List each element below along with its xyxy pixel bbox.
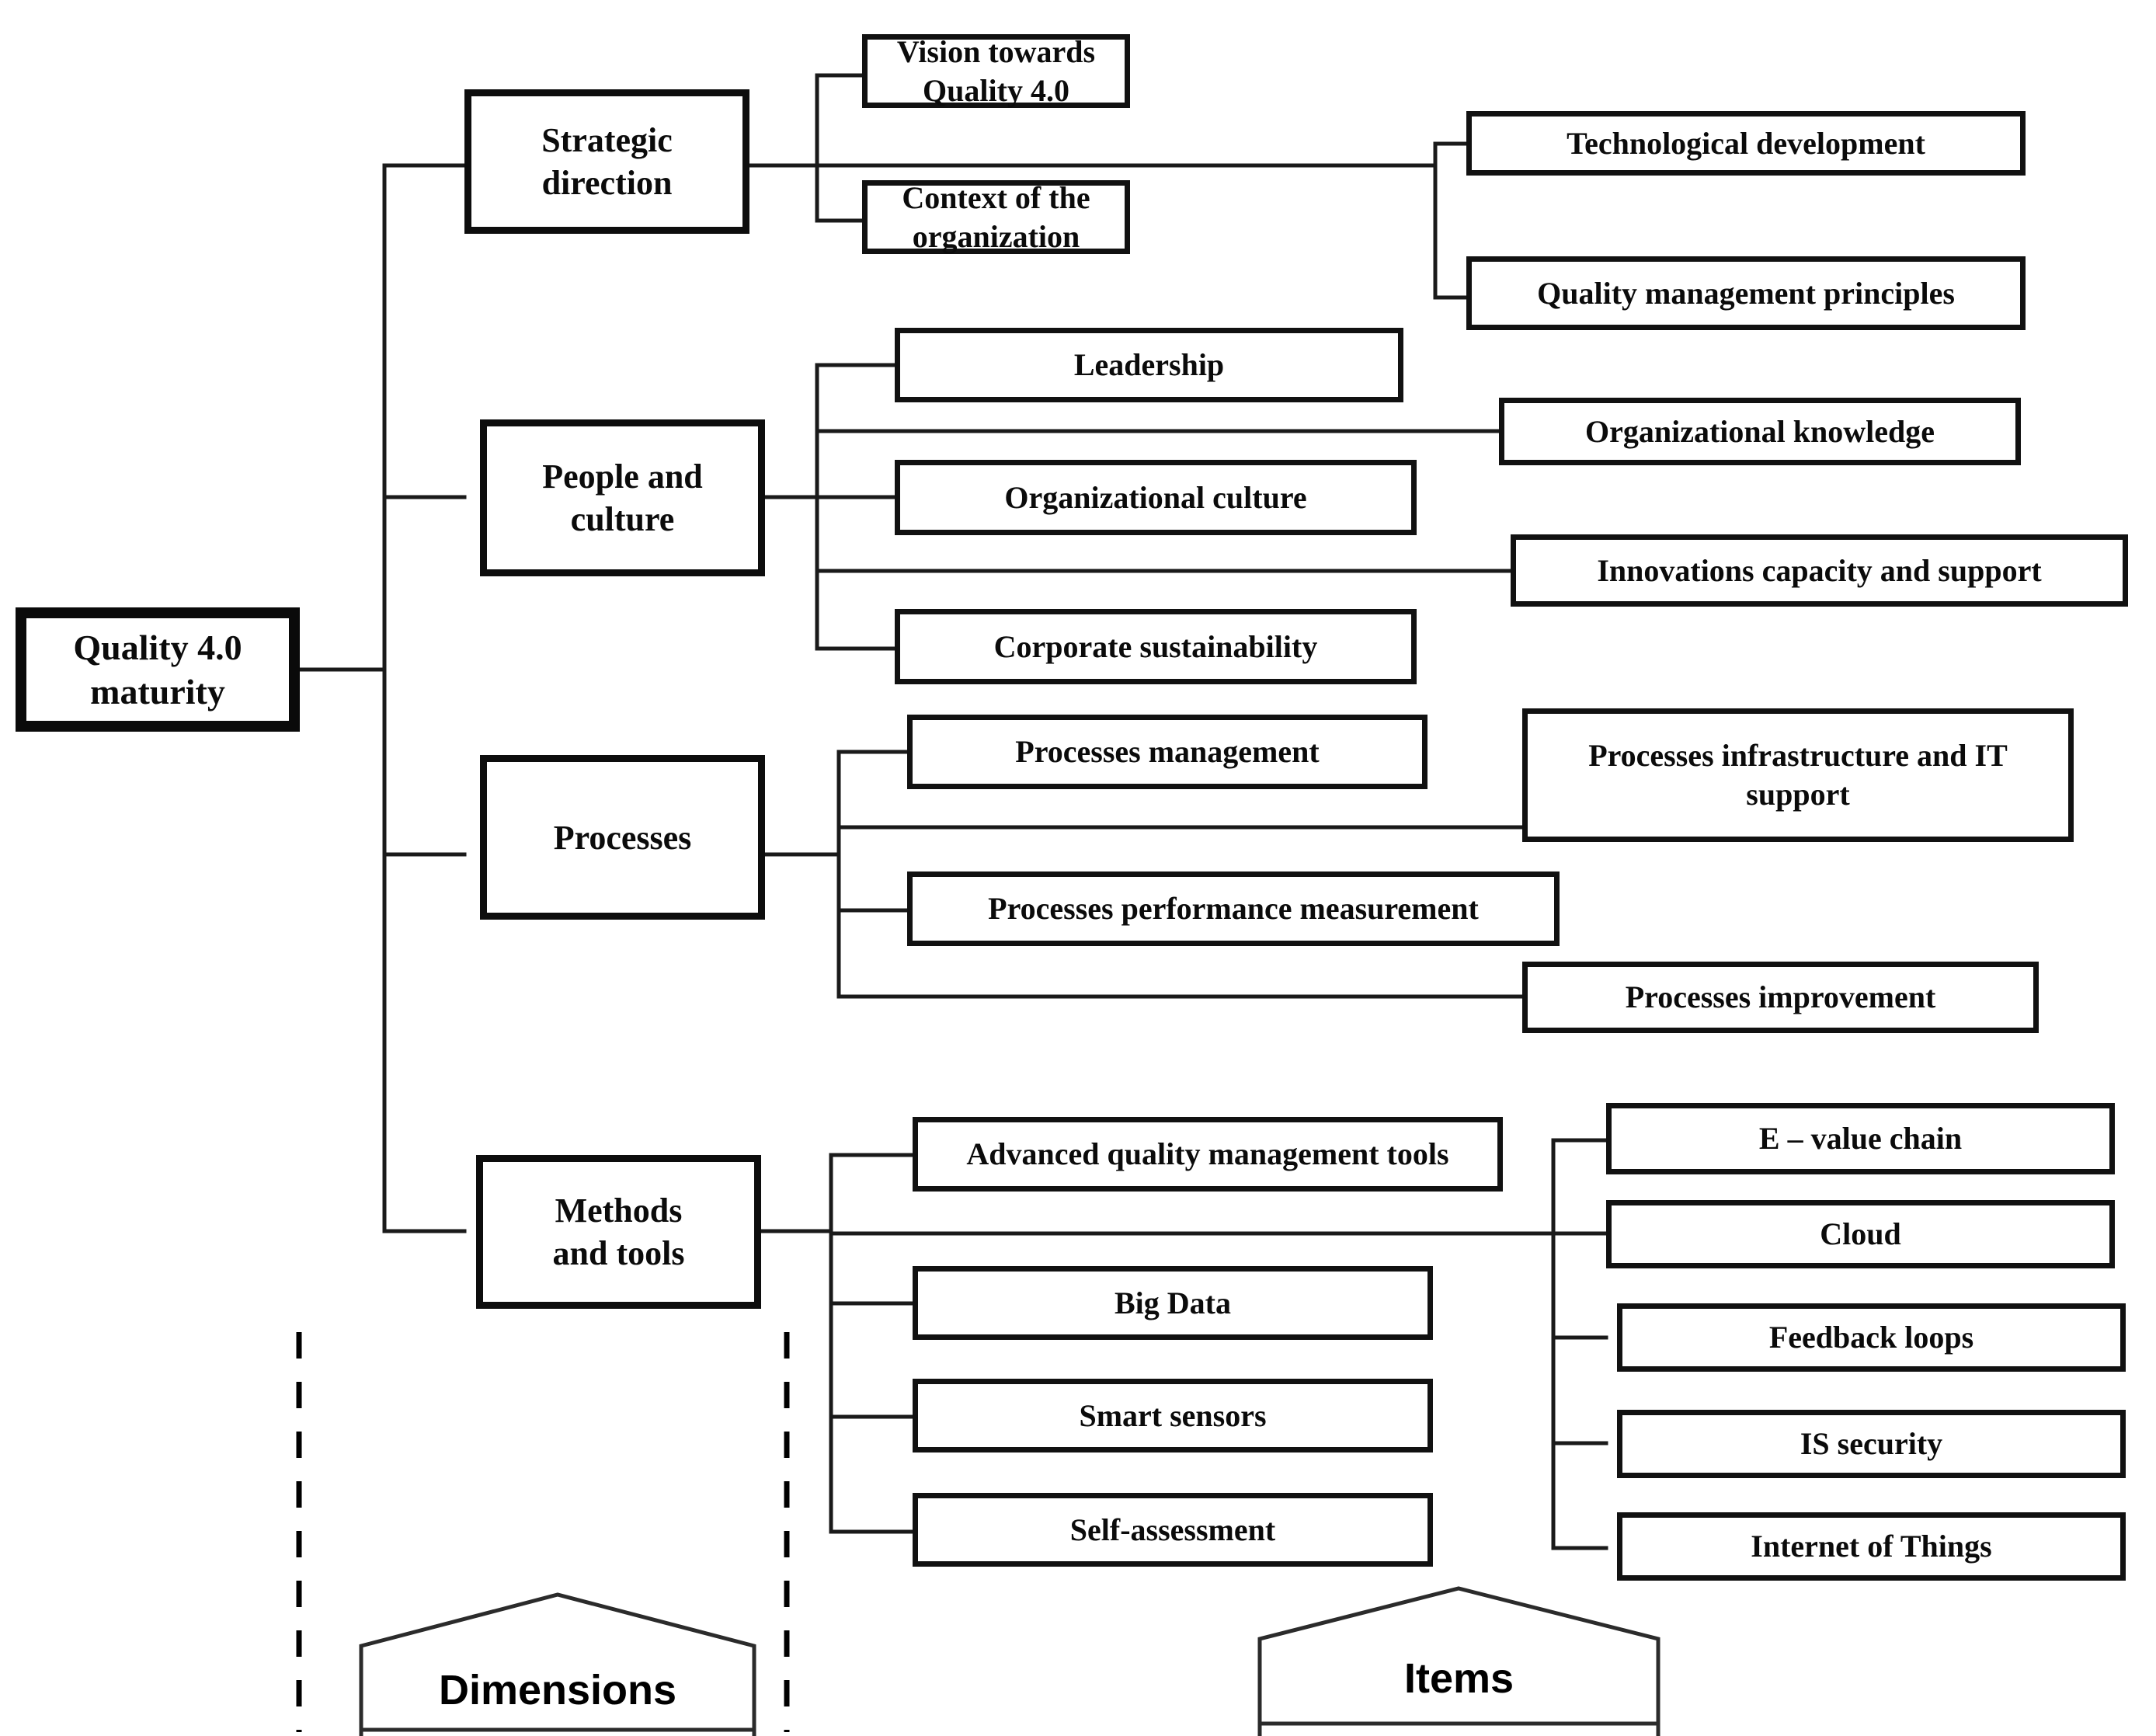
item-is-security-label: IS security <box>1800 1426 1943 1461</box>
item-processes-improvement[interactable]: Processes improvement <box>1522 962 2039 1033</box>
item-cloud[interactable]: Cloud <box>1606 1200 2115 1268</box>
item-organizational-culture[interactable]: Organizational culture <box>895 460 1417 535</box>
item-smart-sensors[interactable]: Smart sensors <box>913 1379 1433 1452</box>
item-advanced-quality-management-tools-label: Advanced quality management tools <box>966 1136 1449 1171</box>
item-internet-of-things[interactable]: Internet of Things <box>1617 1512 2126 1581</box>
item-advanced-quality-management-tools[interactable]: Advanced quality management tools <box>913 1117 1503 1192</box>
item-processes-performance-measurement-label: Processes performance measurement <box>988 891 1479 926</box>
root-node-label: Quality 4.0 maturity <box>73 627 242 712</box>
item-e-value-chain[interactable]: E – value chain <box>1606 1103 2115 1174</box>
item-corporate-sustainability-label: Corporate sustainability <box>993 628 1318 664</box>
item-self-assessment[interactable]: Self-assessment <box>913 1493 1433 1567</box>
dimension-methods-and-tools-label: Methods and tools <box>552 1192 685 1272</box>
item-processes-management[interactable]: Processes management <box>907 715 1427 789</box>
item-big-data-label: Big Data <box>1115 1285 1231 1320</box>
item-feedback-loops[interactable]: Feedback loops <box>1617 1303 2126 1372</box>
dimension-strategic-direction-label: Strategic direction <box>541 121 673 202</box>
item-corporate-sustainability[interactable]: Corporate sustainability <box>895 609 1417 684</box>
item-leadership-label: Leadership <box>1073 347 1225 382</box>
dimension-people-and-culture[interactable]: People and culture <box>480 419 765 576</box>
dimension-methods-and-tools[interactable]: Methods and tools <box>476 1155 761 1309</box>
item-vision-towards-quality-40-label: Vision towards Quality 4.0 <box>896 33 1096 108</box>
item-technological-development-label: Technological development <box>1567 125 1925 161</box>
item-innovations-capacity-and-support-label: Innovations capacity and support <box>1597 552 2042 588</box>
item-processes-infrastructure-and-it-support-label: Processes infrastructure and IT support <box>1588 738 2008 812</box>
item-cloud-label: Cloud <box>1820 1216 1901 1251</box>
legend-items-shape <box>1257 1586 1660 1736</box>
item-context-of-the-organization-label: Context of the organization <box>902 179 1090 254</box>
dimension-processes[interactable]: Processes <box>480 755 765 920</box>
item-organizational-knowledge[interactable]: Organizational knowledge <box>1499 398 2021 465</box>
legend-dimensions-label: Dimensions <box>438 1667 677 1713</box>
item-self-assessment-label: Self-assessment <box>1069 1512 1276 1547</box>
item-is-security[interactable]: IS security <box>1617 1410 2126 1478</box>
item-internet-of-things-label: Internet of Things <box>1751 1529 1992 1564</box>
item-processes-performance-measurement[interactable]: Processes performance measurement <box>907 871 1560 946</box>
item-quality-management-principles[interactable]: Quality management principles <box>1466 256 2026 330</box>
item-technological-development[interactable]: Technological development <box>1466 111 2026 176</box>
dimension-people-and-culture-label: People and culture <box>542 457 703 538</box>
item-processes-improvement-label: Processes improvement <box>1625 979 1936 1014</box>
legend-items-label: Items <box>1403 1655 1514 1702</box>
item-vision-towards-quality-40[interactable]: Vision towards Quality 4.0 <box>862 34 1130 108</box>
item-e-value-chain-label: E – value chain <box>1758 1121 1963 1156</box>
item-processes-management-label: Processes management <box>1015 734 1320 769</box>
root-node-quality-40-maturity[interactable]: Quality 4.0 maturity <box>16 607 300 732</box>
item-quality-management-principles-label: Quality management principles <box>1537 275 1955 311</box>
dimension-processes-label: Processes <box>553 818 692 857</box>
item-context-of-the-organization[interactable]: Context of the organization <box>862 180 1130 254</box>
item-organizational-knowledge-label: Organizational knowledge <box>1584 413 1935 449</box>
item-innovations-capacity-and-support[interactable]: Innovations capacity and support <box>1511 534 2128 607</box>
item-processes-infrastructure-and-it-support[interactable]: Processes infrastructure and IT support <box>1522 708 2074 842</box>
item-leadership[interactable]: Leadership <box>895 328 1403 402</box>
dimension-strategic-direction[interactable]: Strategic direction <box>464 89 749 234</box>
legend-dimensions-shape <box>359 1592 756 1736</box>
item-organizational-culture-label: Organizational culture <box>1004 479 1307 515</box>
item-big-data[interactable]: Big Data <box>913 1266 1433 1340</box>
item-feedback-loops-label: Feedback loops <box>1768 1320 1974 1355</box>
item-smart-sensors-label: Smart sensors <box>1079 1397 1267 1433</box>
